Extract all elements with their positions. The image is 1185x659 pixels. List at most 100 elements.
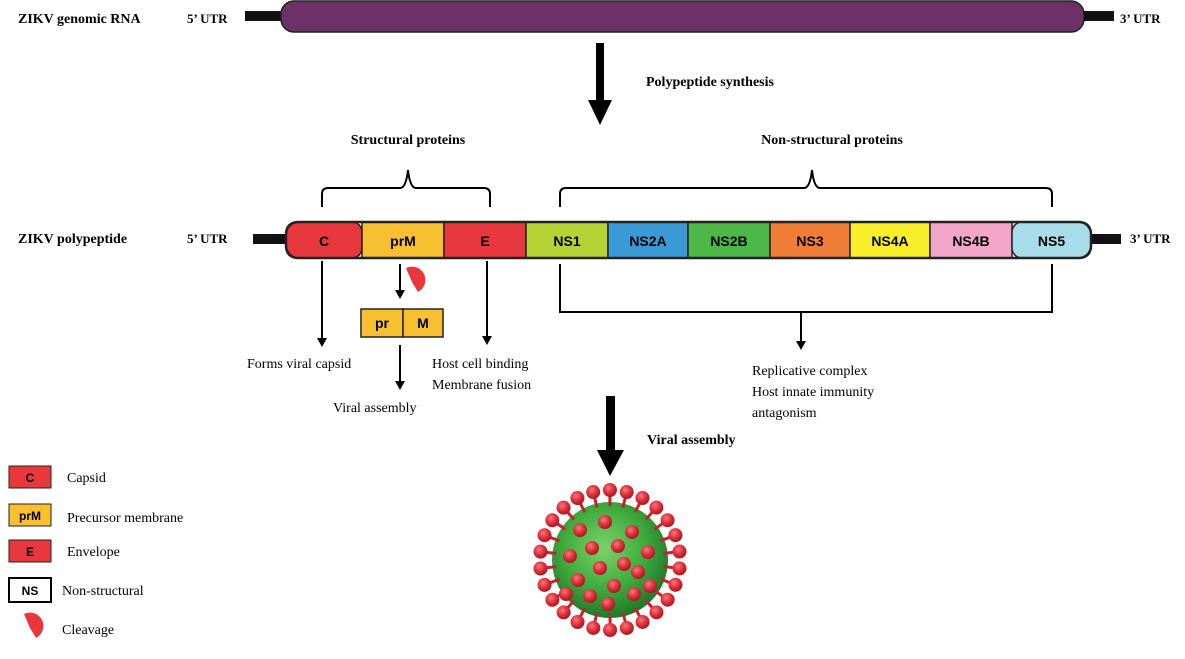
- legend-item-nonstructural: NS Non-structural: [8, 577, 144, 603]
- legend-key-envelope: E: [26, 545, 34, 559]
- rna-utr5-bar: [245, 11, 281, 21]
- virion-spike: [545, 592, 560, 607]
- virion-surface-spike: [573, 523, 587, 537]
- virion-spike: [619, 485, 634, 500]
- virion-surface-spike: [598, 515, 612, 529]
- cleavage-icon: [406, 266, 426, 292]
- virion-spike: [533, 544, 548, 559]
- legend-key-nonstructural: NS: [22, 584, 39, 598]
- segment-label-ns4a: NS4A: [871, 233, 908, 249]
- segment-prm: [361, 221, 445, 259]
- virion-surface-spike: [607, 579, 621, 593]
- legend-swatch-prm: [8, 503, 52, 527]
- virion-spike: [586, 620, 601, 635]
- virion-spike: [533, 561, 548, 576]
- virion-spike: [668, 528, 683, 543]
- prm-split: pr M: [360, 308, 444, 338]
- legend-text-capsid: Capsid: [67, 471, 106, 486]
- virion-illustration: [533, 483, 687, 637]
- virion-surface-spike: [583, 589, 597, 603]
- virion-spike: [545, 513, 560, 528]
- synthesis-label: Polypeptide synthesis: [646, 75, 775, 90]
- segment-label-ns1: NS1: [553, 233, 580, 249]
- ns-function-3: antagonism: [752, 406, 817, 421]
- polypeptide-utr5-label: 5’ UTR: [187, 231, 228, 246]
- rna-utr5-label: 5’ UTR: [187, 11, 228, 26]
- segment-label-c: C: [319, 233, 329, 249]
- segment-label-prm: prM: [390, 233, 416, 249]
- m-box: [402, 308, 444, 338]
- legend-swatch-nonstructural: [8, 577, 52, 603]
- legend-text-cleavage: Cleavage: [62, 623, 114, 638]
- virion-surface-spike: [641, 545, 655, 559]
- polypeptide-utr3-bar: [1089, 234, 1121, 244]
- rna-utr3-bar: [1084, 11, 1114, 21]
- synthesis-arrow: [588, 43, 612, 125]
- virion-spike: [556, 500, 571, 515]
- virion-surface-spike: [643, 579, 657, 593]
- virion-spike: [570, 615, 585, 630]
- virion-spike: [660, 592, 675, 607]
- virion-spike: [649, 500, 664, 515]
- ns-function-2: Host innate immunity: [752, 385, 874, 400]
- legend-key-capsid: C: [26, 471, 35, 485]
- legend-swatch-envelope: [8, 539, 52, 563]
- structural-brace: [321, 169, 491, 207]
- envelope-function-1: Host cell binding: [432, 357, 528, 372]
- virion-spike: [570, 491, 585, 506]
- pr-label: pr: [375, 315, 390, 331]
- virion-spike: [537, 577, 552, 592]
- legend-item-prm: prM Precursor membrane: [8, 503, 183, 527]
- virion-surface-spike: [563, 549, 577, 563]
- legend-swatch-capsid: [8, 465, 52, 489]
- rna-utr3-label: 3’ UTR: [1120, 11, 1161, 26]
- polypeptide-utr5-bar: [253, 234, 287, 244]
- m-label: M: [417, 315, 429, 331]
- assembly-function-label: Viral assembly: [333, 401, 417, 416]
- viral-assembly-arrow: [597, 396, 624, 476]
- nonstructural-brace: [559, 169, 1053, 207]
- capsid-arrow: [317, 261, 327, 347]
- prm-cleavage-arrow: [395, 264, 405, 299]
- legend: C Capsid prM Precursor membrane E Envelo…: [8, 465, 183, 638]
- virion-spike: [619, 620, 634, 635]
- virion-spike: [586, 485, 601, 500]
- segment-label-ns4b: NS4B: [952, 233, 989, 249]
- legend-text-prm: Precursor membrane: [67, 511, 183, 526]
- segment-label-ns3: NS3: [796, 233, 823, 249]
- virion-surface-spike: [617, 557, 631, 571]
- nonstructural-label: Non-structural proteins: [761, 133, 903, 148]
- ns-bracket: [559, 264, 1053, 313]
- segment-label-ns5: NS5: [1038, 233, 1065, 249]
- virion-surface-spike: [611, 539, 625, 553]
- segment-ns4b: [929, 221, 1013, 259]
- polypeptide-utr3-label: 3’ UTR: [1130, 231, 1171, 246]
- virion-spike: [660, 513, 675, 528]
- legend-text-nonstructural: Non-structural: [62, 584, 144, 599]
- virion-spike: [603, 623, 618, 637]
- virion-spike: [672, 561, 687, 576]
- segment-label-ns2b: NS2B: [710, 233, 747, 249]
- virion-spike: [602, 483, 617, 498]
- virion-spike: [537, 528, 552, 543]
- legend-item-cleavage: Cleavage: [24, 612, 114, 638]
- legend-key-prm: prM: [19, 509, 41, 523]
- viral-assembly-label: Viral assembly: [647, 433, 736, 448]
- polypeptide-label: ZIKV polypeptide: [18, 232, 127, 247]
- envelope-function-2: Membrane fusion: [432, 378, 531, 393]
- ns-arrow: [796, 312, 806, 350]
- virion-spike: [635, 614, 650, 629]
- segment-ns1: [525, 221, 609, 259]
- capsid-function-label: Forms viral capsid: [247, 357, 351, 372]
- virion-surface-spike: [571, 573, 585, 587]
- envelope-arrow: [482, 261, 492, 345]
- rna-label: ZIKV genomic RNA: [18, 12, 142, 27]
- virion-surface-spike: [559, 587, 573, 601]
- legend-cleavage-icon: [24, 612, 44, 638]
- virion-spike: [649, 605, 664, 620]
- virion-surface-spike: [625, 525, 639, 539]
- virion-spike: [668, 577, 683, 592]
- virion-spike: [672, 544, 687, 559]
